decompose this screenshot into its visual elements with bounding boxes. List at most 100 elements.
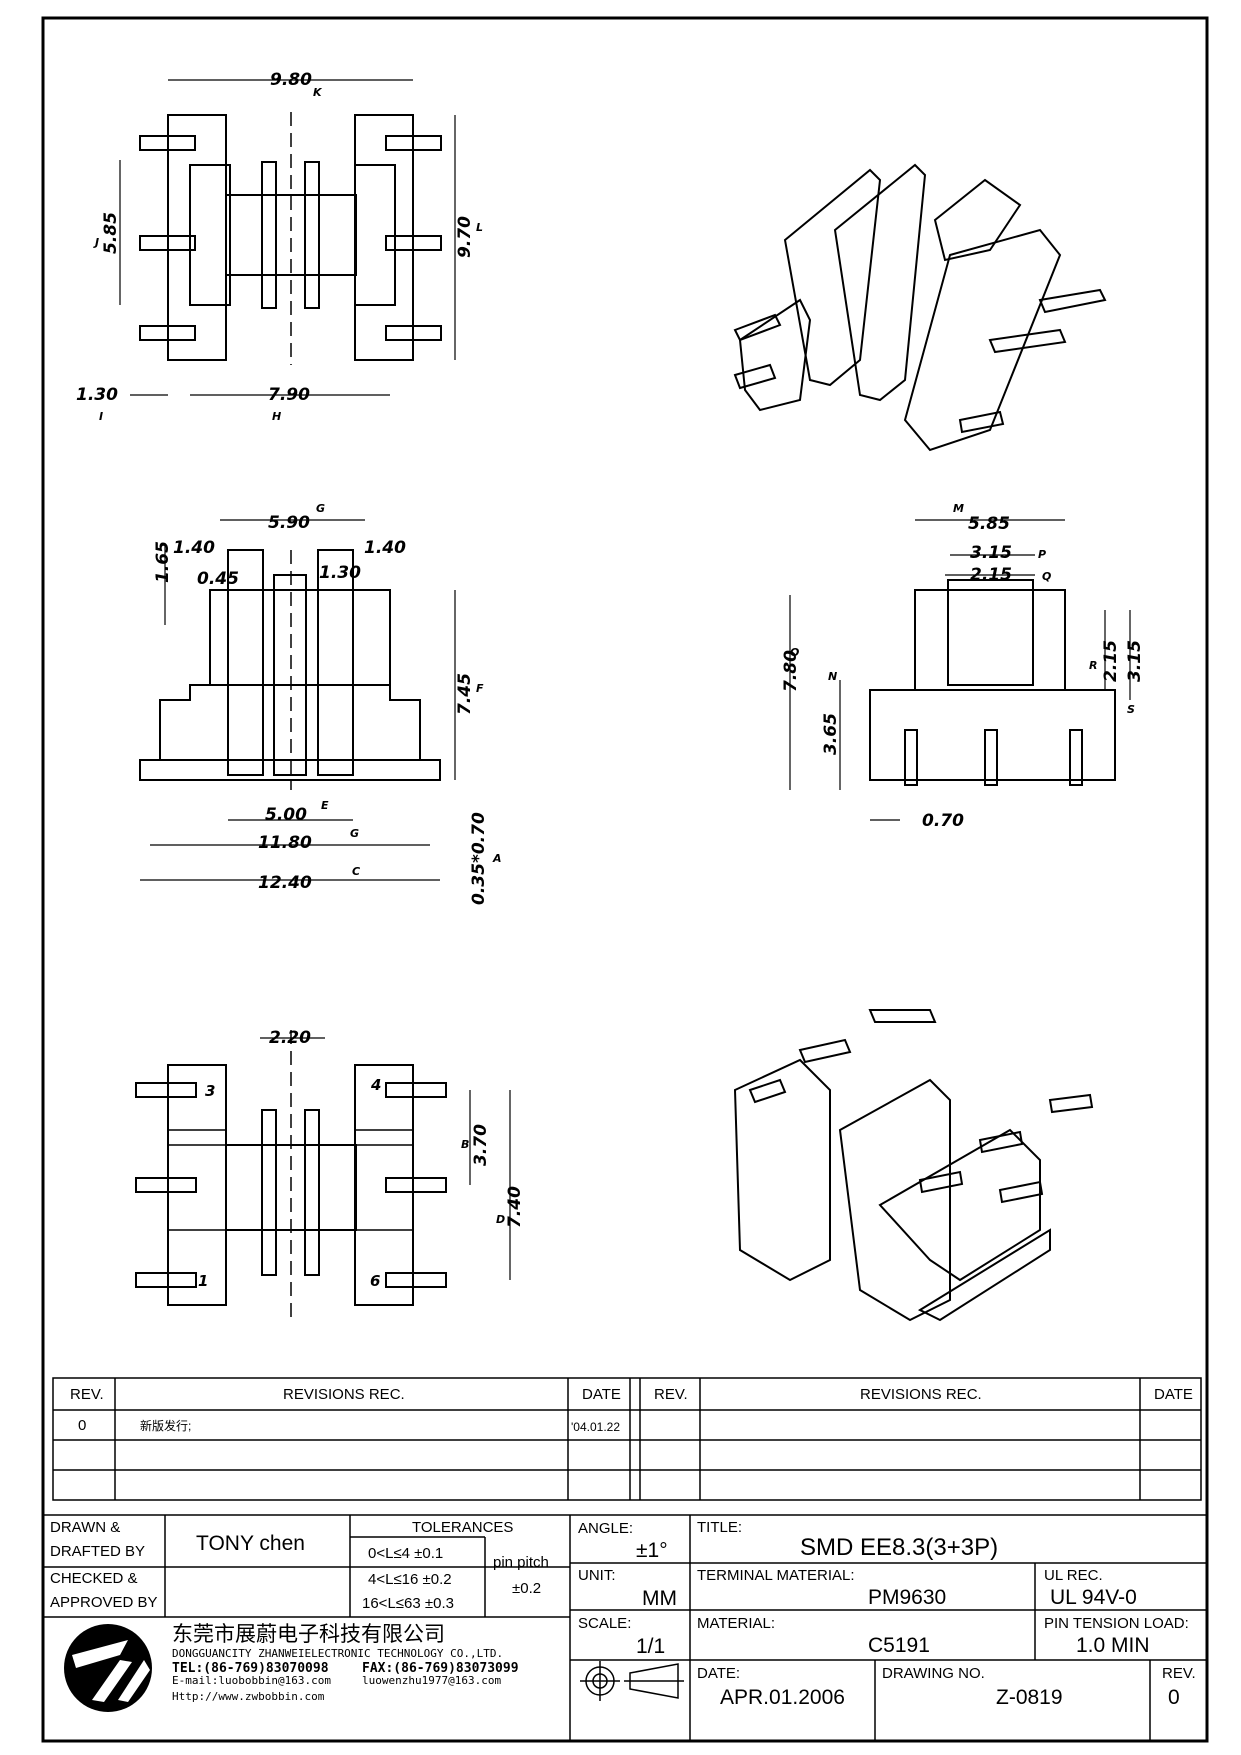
rev-value: 0 [1168,1686,1180,1709]
dim-bottom-pin-span: 7.40 [505,1186,525,1228]
tolerance-1: 0<L≤4 ±0.1 [368,1545,443,1562]
scale-label: SCALE: [578,1615,631,1632]
dim-top-height: 9.70 [455,216,475,258]
dim-front-left-height: 1.65 [153,541,173,583]
mark-N: N [828,670,837,683]
rec-header-right: REVISIONS REC. [860,1386,982,1403]
rev-row-0-date: '04.01.22 [571,1420,620,1434]
pin-label-6: 6 [370,1272,380,1290]
rev-label: REV. [1162,1665,1196,1682]
mark-H: H [272,410,281,423]
date-header-left: DATE [582,1386,621,1403]
company-name-en: DONGGUANCITY ZHANWEIELECTRONIC TECHNOLOG… [172,1647,503,1660]
dim-front-top-width: 5.90 [268,513,310,533]
unit-value: MM [642,1587,677,1610]
mark-A: A [492,852,502,865]
rev-header-left: REV. [70,1386,104,1403]
dim-side-r1: 2.15 [1101,640,1121,682]
dim-bottom-pin-pitch: 3.70 [471,1124,491,1166]
date-header-right: DATE [1154,1386,1193,1403]
mark-R: R [1089,659,1097,672]
tolerance-2: 4<L≤16 ±0.2 [368,1571,452,1588]
dim-top-inner-width: 7.90 [268,385,310,405]
company-logo [64,1624,152,1712]
mark-P: P [1038,548,1046,561]
mark-B: B [461,1138,469,1151]
rec-header-left: REVISIONS REC. [283,1386,405,1403]
mark-O: O [790,646,799,659]
dim-front-pin-span: 11.80 [258,833,312,853]
mark-Q: Q [1042,570,1051,583]
dim-front-flange-right: 1.40 [364,538,406,558]
pin-label-3: 3 [205,1082,215,1100]
dim-top-overall-width: 9.80 [270,70,312,90]
mark-G: G [316,502,325,515]
pin-pitch-value: ±0.2 [512,1580,541,1597]
drawing-no-value: Z-0819 [996,1686,1063,1709]
dim-front-slot: 0.45 [197,569,239,589]
material-value: C5191 [868,1634,930,1657]
tolerance-3: 16<L≤63 ±0.3 [362,1595,454,1612]
dim-front-overall: 12.40 [258,873,312,893]
drawing-no-label: DRAWING NO. [882,1665,985,1682]
tolerances-label: TOLERANCES [412,1519,513,1536]
company-tel: TEL:(86-769)83070098 [172,1661,329,1676]
drawn-value: TONY chen [196,1532,305,1555]
pin-label-1: 1 [198,1272,208,1290]
pin-tension-label: PIN TENSION LOAD: [1044,1615,1189,1632]
angle-label: ANGLE: [578,1520,633,1537]
mark-E: E [321,799,329,812]
pin-tension-value: 1.0 MIN [1076,1634,1150,1657]
dim-front-slot2: 1.30 [319,563,361,583]
dim-front-pin-thk: 0.35*0.70 [469,812,489,905]
angle-value: ±1° [636,1539,668,1562]
dim-top-pin-offset: 1.30 [76,385,118,405]
front-view [139,519,456,881]
mark-I: I [99,410,103,423]
mark-K: K [313,86,323,99]
ul-value: UL 94V-0 [1050,1586,1137,1609]
dim-side-pin-width: 0.70 [922,811,964,831]
dim-front-height: 7.45 [455,673,475,715]
company-name-cn: 东莞市展蔚电子科技有限公司 [172,1622,445,1646]
pin-label-4: 4 [370,1076,381,1094]
rev-header-right: REV. [654,1386,688,1403]
date-label: DATE: [697,1665,740,1682]
projection-symbol-icon [580,1661,684,1701]
mark-D: D [496,1213,505,1226]
side-view [789,519,1131,821]
rev-row-0-rec: 新版发行; [140,1418,191,1433]
terminal-value: PM9630 [868,1586,946,1609]
mark-C: C [352,865,360,878]
iso-view-2 [733,1009,1094,1322]
dim-top-pin-span: 5.85 [101,212,121,254]
title-block [42,1514,1208,1742]
unit-label: UNIT: [578,1567,616,1584]
mark-G2: G [350,827,359,840]
mark-F: F [476,682,484,695]
drawn-label-1: DRAWN & [50,1519,120,1536]
drawn-label-2: DRAFTED BY [50,1543,145,1560]
iso-view-1 [733,163,1107,452]
title-label: TITLE: [697,1519,742,1536]
date-value: APR.01.2006 [720,1686,845,1709]
dim-side-base-height: 3.65 [821,713,841,755]
title-value: SMD EE8.3(3+3P) [800,1534,998,1561]
dim-side-w3: 2.15 [970,565,1012,585]
dim-side-width: 5.85 [968,514,1010,534]
pin-pitch-label: pin pitch [493,1554,549,1571]
dim-front-base: 5.00 [265,805,307,825]
dim-side-w2: 3.15 [970,543,1012,563]
checked-label-2: APPROVED BY [50,1594,158,1611]
company-email: E-mail:luobobbin@163.com [172,1674,331,1687]
mark-M: M [953,502,964,515]
company-fax: FAX:(86-769)83073099 [362,1661,519,1676]
revision-table [52,1377,1202,1501]
checked-label-1: CHECKED & [50,1570,138,1587]
rev-row-0-rev: 0 [78,1417,86,1434]
mark-S: S [1127,703,1135,716]
company-web: Http://www.zwbobbin.com [172,1690,325,1703]
material-label: MATERIAL: [697,1615,775,1632]
